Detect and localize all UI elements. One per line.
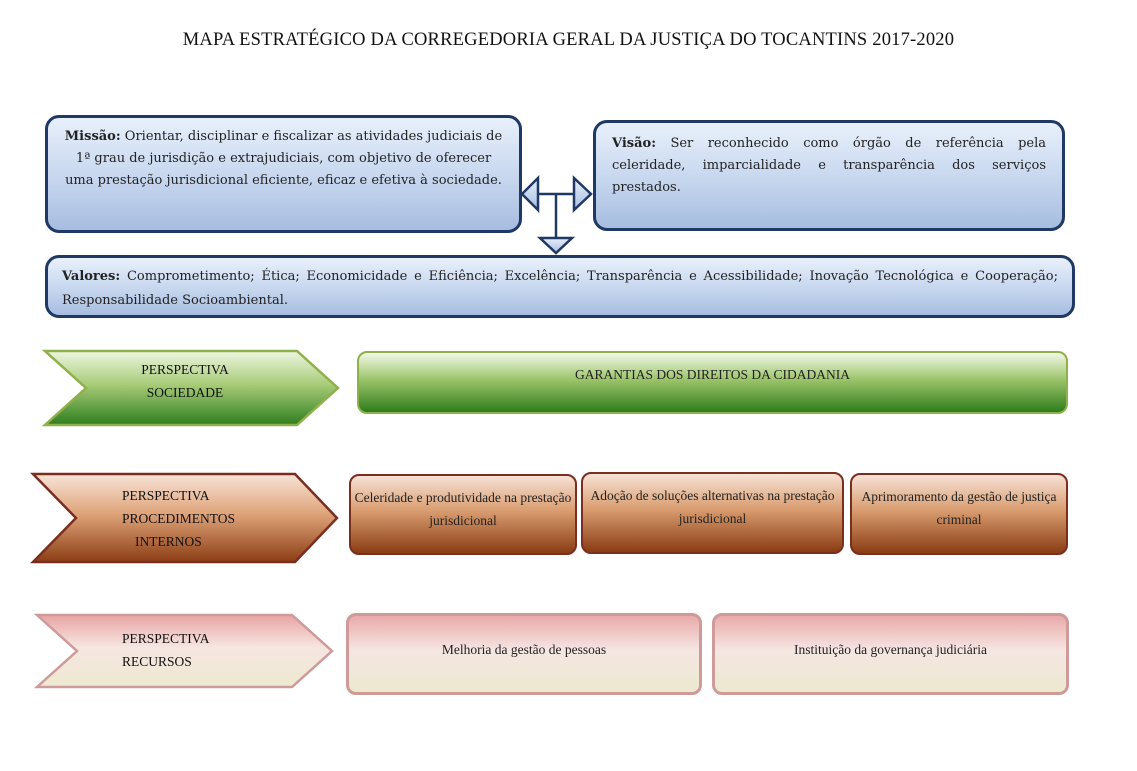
objective-justica-criminal: Aprimoramento da gestão de justiça crimi… xyxy=(850,473,1068,555)
arrow-down-icon xyxy=(536,236,576,255)
objective-governanca: Instituição da governança judiciária xyxy=(712,613,1069,695)
page-title: MAPA ESTRATÉGICO DA CORREGEDORIA GERAL D… xyxy=(182,30,955,50)
perspective-procedimentos-label: PERSPECTIVA PROCEDIMENTOS INTERNOS xyxy=(100,484,280,553)
objective-celeridade: Celeridade e produtividade na prestação … xyxy=(349,474,577,555)
objective-garantias: GARANTIAS DOS DIREITOS DA CIDADANIA xyxy=(357,351,1068,414)
values-box: Valores: Comprometimento; Ética; Economi… xyxy=(45,255,1075,318)
objective-gestao-pessoas: Melhoria da gestão de pessoas xyxy=(346,613,702,695)
vision-label: Visão: xyxy=(612,136,657,151)
perspective-recursos-label: PERSPECTIVA RECURSOS xyxy=(92,627,232,673)
vision-box: Visão: Ser reconhecido como órgão de ref… xyxy=(593,120,1065,231)
perspective-procedimentos-line2: PROCEDIMENTOS xyxy=(122,511,236,526)
mission-text: Orientar, disciplinar e fiscalizar as at… xyxy=(65,129,503,188)
mission-box: Missão: Orientar, disciplinar e fiscaliz… xyxy=(45,115,522,233)
perspective-procedimentos-line3: INTERNOS xyxy=(135,534,202,549)
arrow-left-icon xyxy=(520,174,540,214)
values-label: Valores: xyxy=(62,269,121,284)
perspective-recursos-chevron xyxy=(34,613,334,689)
perspective-sociedade-line1: PERSPECTIVA xyxy=(141,362,229,377)
perspective-sociedade-label: PERSPECTIVA SOCIEDADE xyxy=(100,358,270,404)
vision-text: Ser reconhecido como órgão de referência… xyxy=(612,136,1046,195)
mission-label: Missão: xyxy=(64,129,121,144)
perspective-sociedade-chevron xyxy=(42,349,340,427)
values-text: Comprometimento; Ética; Economicidade e … xyxy=(62,269,1058,308)
perspective-procedimentos-chevron xyxy=(30,472,339,564)
connector-arrows xyxy=(520,174,593,255)
arrow-right-icon xyxy=(572,175,593,213)
perspective-sociedade-line2: SOCIEDADE xyxy=(146,385,224,400)
objective-solucoes-alternativas: Adoção de soluções alternativas na prest… xyxy=(581,472,844,554)
perspective-procedimentos-line1: PERSPECTIVA xyxy=(122,488,210,503)
perspective-recursos-line1: PERSPECTIVA xyxy=(122,631,210,646)
perspective-recursos-line2: RECURSOS xyxy=(122,654,192,669)
